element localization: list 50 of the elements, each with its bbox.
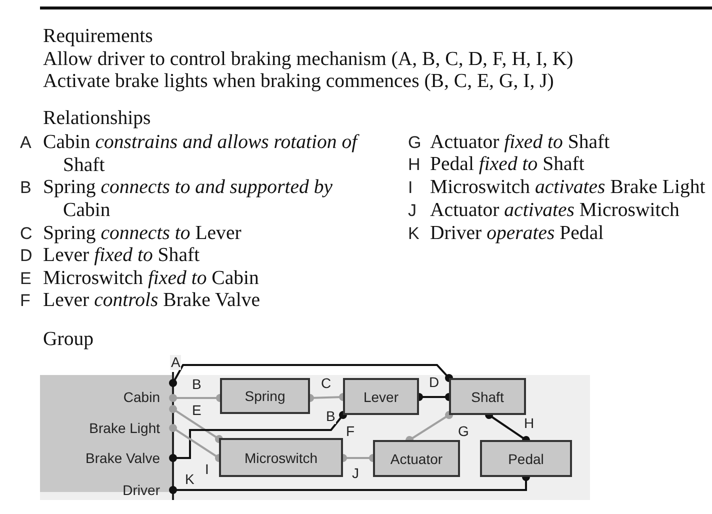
relationship-letter: H <box>408 154 420 176</box>
edge-label: D <box>428 375 440 390</box>
component-box: Actuator <box>373 440 460 477</box>
relationship-letter: E <box>20 268 32 290</box>
callout-letter: B <box>325 409 336 424</box>
group-member-label: Brake Valve <box>60 450 173 466</box>
heading: Relationships <box>43 107 151 130</box>
requirement-text: Allow driver to control braking mechanism (A, B, C, D, F, H, I, K) <box>43 48 574 71</box>
component-box: Lever <box>343 378 419 415</box>
component-box: Shaft <box>449 378 526 415</box>
relationship-letter: K <box>408 223 420 245</box>
relationship-text: Pedal fixed to Shaft <box>430 153 584 176</box>
relationship-letter: A <box>20 132 32 154</box>
edge-label: G <box>457 424 470 439</box>
relationship-letter: J <box>408 200 416 222</box>
requirement-text: Activate brake lights when braking commences (B, C, E, G, I, J) <box>43 70 554 93</box>
edge-label: B <box>191 377 202 392</box>
relationship-letter: I <box>408 177 413 199</box>
component-box: Microswitch <box>219 438 343 477</box>
connector-line <box>169 364 453 387</box>
heading: Requirements <box>43 25 153 48</box>
relationship-text: Microswitch activates Brake Light <box>430 176 706 199</box>
relationship-text: Actuator activates Microswitch <box>430 199 680 222</box>
relationship-text: Lever controls Brake Valve <box>43 289 260 312</box>
group-member-label: Brake Light <box>60 420 173 436</box>
relationship-text: Driver operates Pedal <box>430 222 604 245</box>
relationship-text: Lever fixed to Shaft <box>43 244 200 267</box>
relationship-letter: B <box>20 177 32 199</box>
heading: Group <box>43 328 94 351</box>
component-box: Pedal <box>480 440 572 477</box>
group-member-label: Driver <box>60 482 173 498</box>
edge-label: E <box>191 403 202 418</box>
connector-line <box>169 411 347 462</box>
edge-label: J <box>351 466 360 481</box>
relationship-text: Microswitch fixed to Cabin <box>43 267 259 290</box>
edge-label: K <box>184 472 196 487</box>
relationship-letter: D <box>20 245 32 267</box>
connector-line <box>169 405 223 443</box>
edge-label: A <box>170 355 182 370</box>
edge-label: F <box>345 424 356 439</box>
component-box: Spring <box>220 378 310 414</box>
relationship-letter: F <box>20 290 30 312</box>
relationship-letter: C <box>20 223 32 245</box>
relationship-letter: G <box>408 132 422 154</box>
group-member-label: Cabin <box>60 378 173 416</box>
edge-label: C <box>320 376 332 391</box>
relationship-text: Spring connects to Lever <box>43 222 242 245</box>
relationship-text: Actuator fixed to Shaft <box>430 131 610 154</box>
edge-label: I <box>204 462 210 477</box>
edge-label: H <box>523 416 536 431</box>
